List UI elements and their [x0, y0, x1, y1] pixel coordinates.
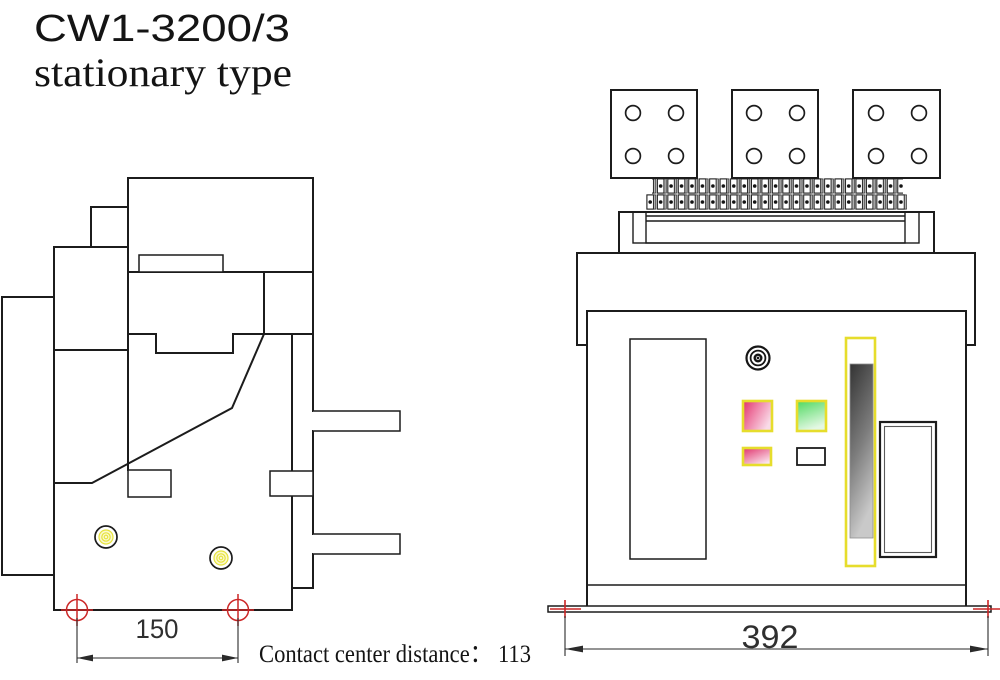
dim-150-value: 150 [136, 614, 179, 644]
terminal-pad-phase-c [852, 89, 941, 179]
dimension-392: 392 [564, 616, 989, 656]
nameplate [629, 338, 707, 560]
energy-storage-indicator [745, 345, 771, 371]
side-terminal-blade-lower [313, 533, 401, 555]
side-step-block-upper [90, 206, 129, 248]
top-collar-frame [618, 211, 935, 254]
secondary-terminal-row-lower [646, 194, 907, 210]
side-column-clamp-block [269, 470, 314, 497]
fixing-bolt-left [94, 525, 118, 549]
base-datum-cross-right [973, 600, 1000, 618]
close-on-button[interactable] [795, 399, 828, 433]
side-terminal-blade-upper [313, 410, 401, 432]
charging-handle-bar[interactable] [849, 363, 874, 539]
side-lower-body-outline [53, 332, 293, 611]
open-off-button[interactable] [741, 399, 774, 433]
terminal-pad-phase-a [610, 89, 698, 179]
dim-392-value: 392 [742, 619, 799, 655]
dimension-150: 150 [76, 614, 239, 663]
product-type-subtitle: stationary type [34, 50, 292, 95]
base-datum-cross-left [550, 600, 581, 618]
indicator-window [878, 420, 938, 559]
operation-counter-window [796, 447, 826, 466]
side-mid-body-outline [127, 271, 314, 354]
side-inner-bracket [127, 469, 172, 498]
fault-reset-button[interactable] [741, 446, 773, 467]
secondary-terminal-row-upper [652, 178, 903, 194]
terminal-pad-phase-b [731, 89, 819, 179]
fixing-bolt-right [209, 546, 233, 570]
side-rear-plate [1, 296, 55, 576]
side-top-ledge [138, 254, 224, 273]
base-mounting-plate [547, 605, 992, 613]
side-rear-column [291, 333, 314, 589]
product-model-title: CW1-3200/3 [34, 8, 290, 50]
front-view-drawing: 392 [547, 89, 1000, 656]
contact-center-distance-note: Contact center distance： 113 [259, 641, 531, 668]
side-view-drawing: 150 [1, 177, 401, 663]
side-step-block-mid [53, 246, 129, 351]
